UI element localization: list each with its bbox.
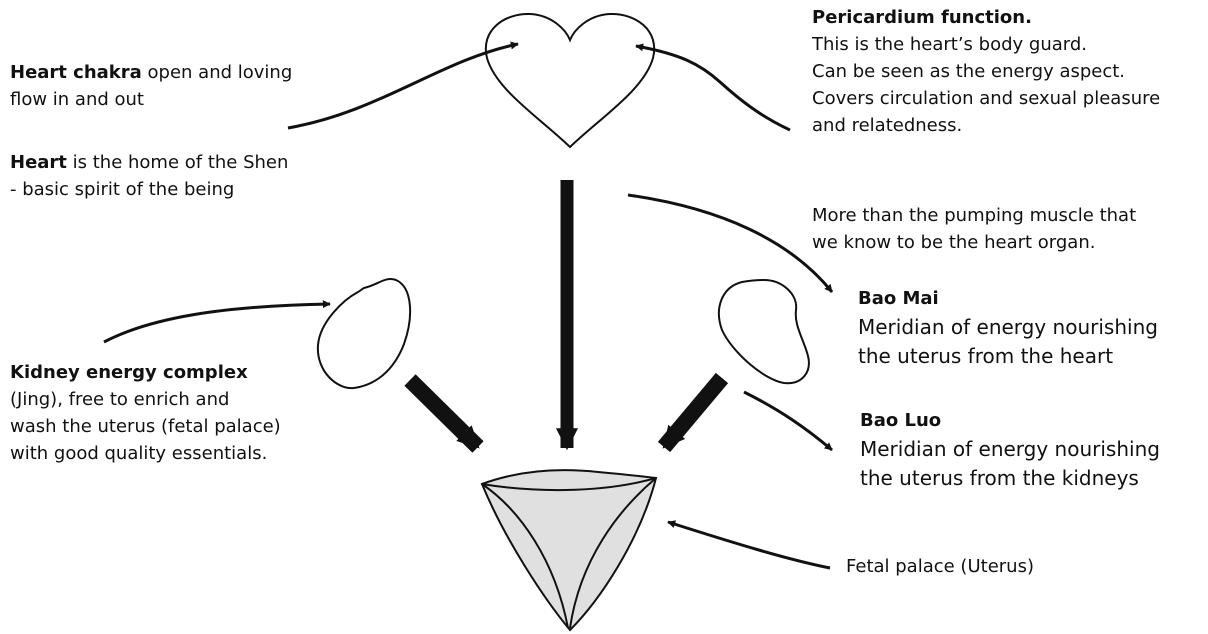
bao-mai-arrow [627,193,834,293]
bao-luo-line: Meridian of energy nourishing [860,437,1160,461]
left-kidney-shape [316,278,412,390]
heart-chakra-label: Heart chakra open and loving flow in and… [10,59,292,113]
fetal-palace-text: Fetal palace (Uterus) [846,556,1034,577]
kidney-energy-title: Kidney energy complex [10,362,248,383]
bao-luo-label: Bao Luo Meridian of energy nourishing th… [860,406,1160,493]
pumping-muscle-label: More than the pumping muscle that we kno… [812,202,1136,256]
heart-chakra-arrow [287,41,519,130]
bao-mai-line: the uterus from the heart [858,344,1114,368]
right-kidney-shape [717,278,810,385]
bao-mai-label: Bao Mai Meridian of energy nourishing th… [858,284,1158,371]
bao-luo-title: Bao Luo [860,410,942,431]
uterus-shape [480,469,658,632]
heart-shen-text-2: - basic spirit of the being [10,179,235,200]
pumping-line: More than the pumping muscle that [812,205,1137,226]
kidney-line: (Jing), free to enrich and [10,389,230,410]
pericardium-line: Covers circulation and sexual pleasure [812,88,1161,109]
pericardium-label: Pericardium function. This is the heart’… [812,4,1160,139]
bao-luo-arrow [743,390,833,452]
fetal-palace-arrow [667,520,831,570]
pericardium-line: This is the heart’s body guard. [812,34,1087,55]
pericardium-title: Pericardium function. [812,7,1032,28]
fetal-palace-label: Fetal palace (Uterus) [846,553,1034,580]
pericardium-line: and relatedness. [812,115,963,136]
bao-mai-line: Meridian of energy nourishing [858,315,1158,339]
left-kidney-to-uterus-arrow [404,374,484,453]
kidney-arrow [103,300,331,344]
heart-shen-title: Heart [10,152,67,173]
heart-shen-label: Heart is the home of the Shen - basic sp… [10,149,288,203]
heart-shape [484,12,656,149]
bao-luo-line: the uterus from the kidneys [860,466,1139,490]
pericardium-line: Can be seen as the energy aspect. [812,61,1126,82]
bao-mai-title: Bao Mai [858,288,939,309]
heart-chakra-text: open and loving [141,62,293,83]
kidney-line: wash the uterus (fetal palace) [10,416,281,437]
pericardium-arrow [635,43,791,132]
pumping-line: we know to be the heart organ. [812,232,1096,253]
kidney-energy-label: Kidney energy complex (Jing), free to en… [10,359,281,467]
heart-shen-text: is the home of the Shen [66,152,289,173]
kidney-line: with good quality essentials. [10,443,268,464]
heart-chakra-text-2: flow in and out [10,89,144,110]
right-kidney-to-uterus-arrow [657,372,729,453]
heart-chakra-title: Heart chakra [10,62,142,83]
